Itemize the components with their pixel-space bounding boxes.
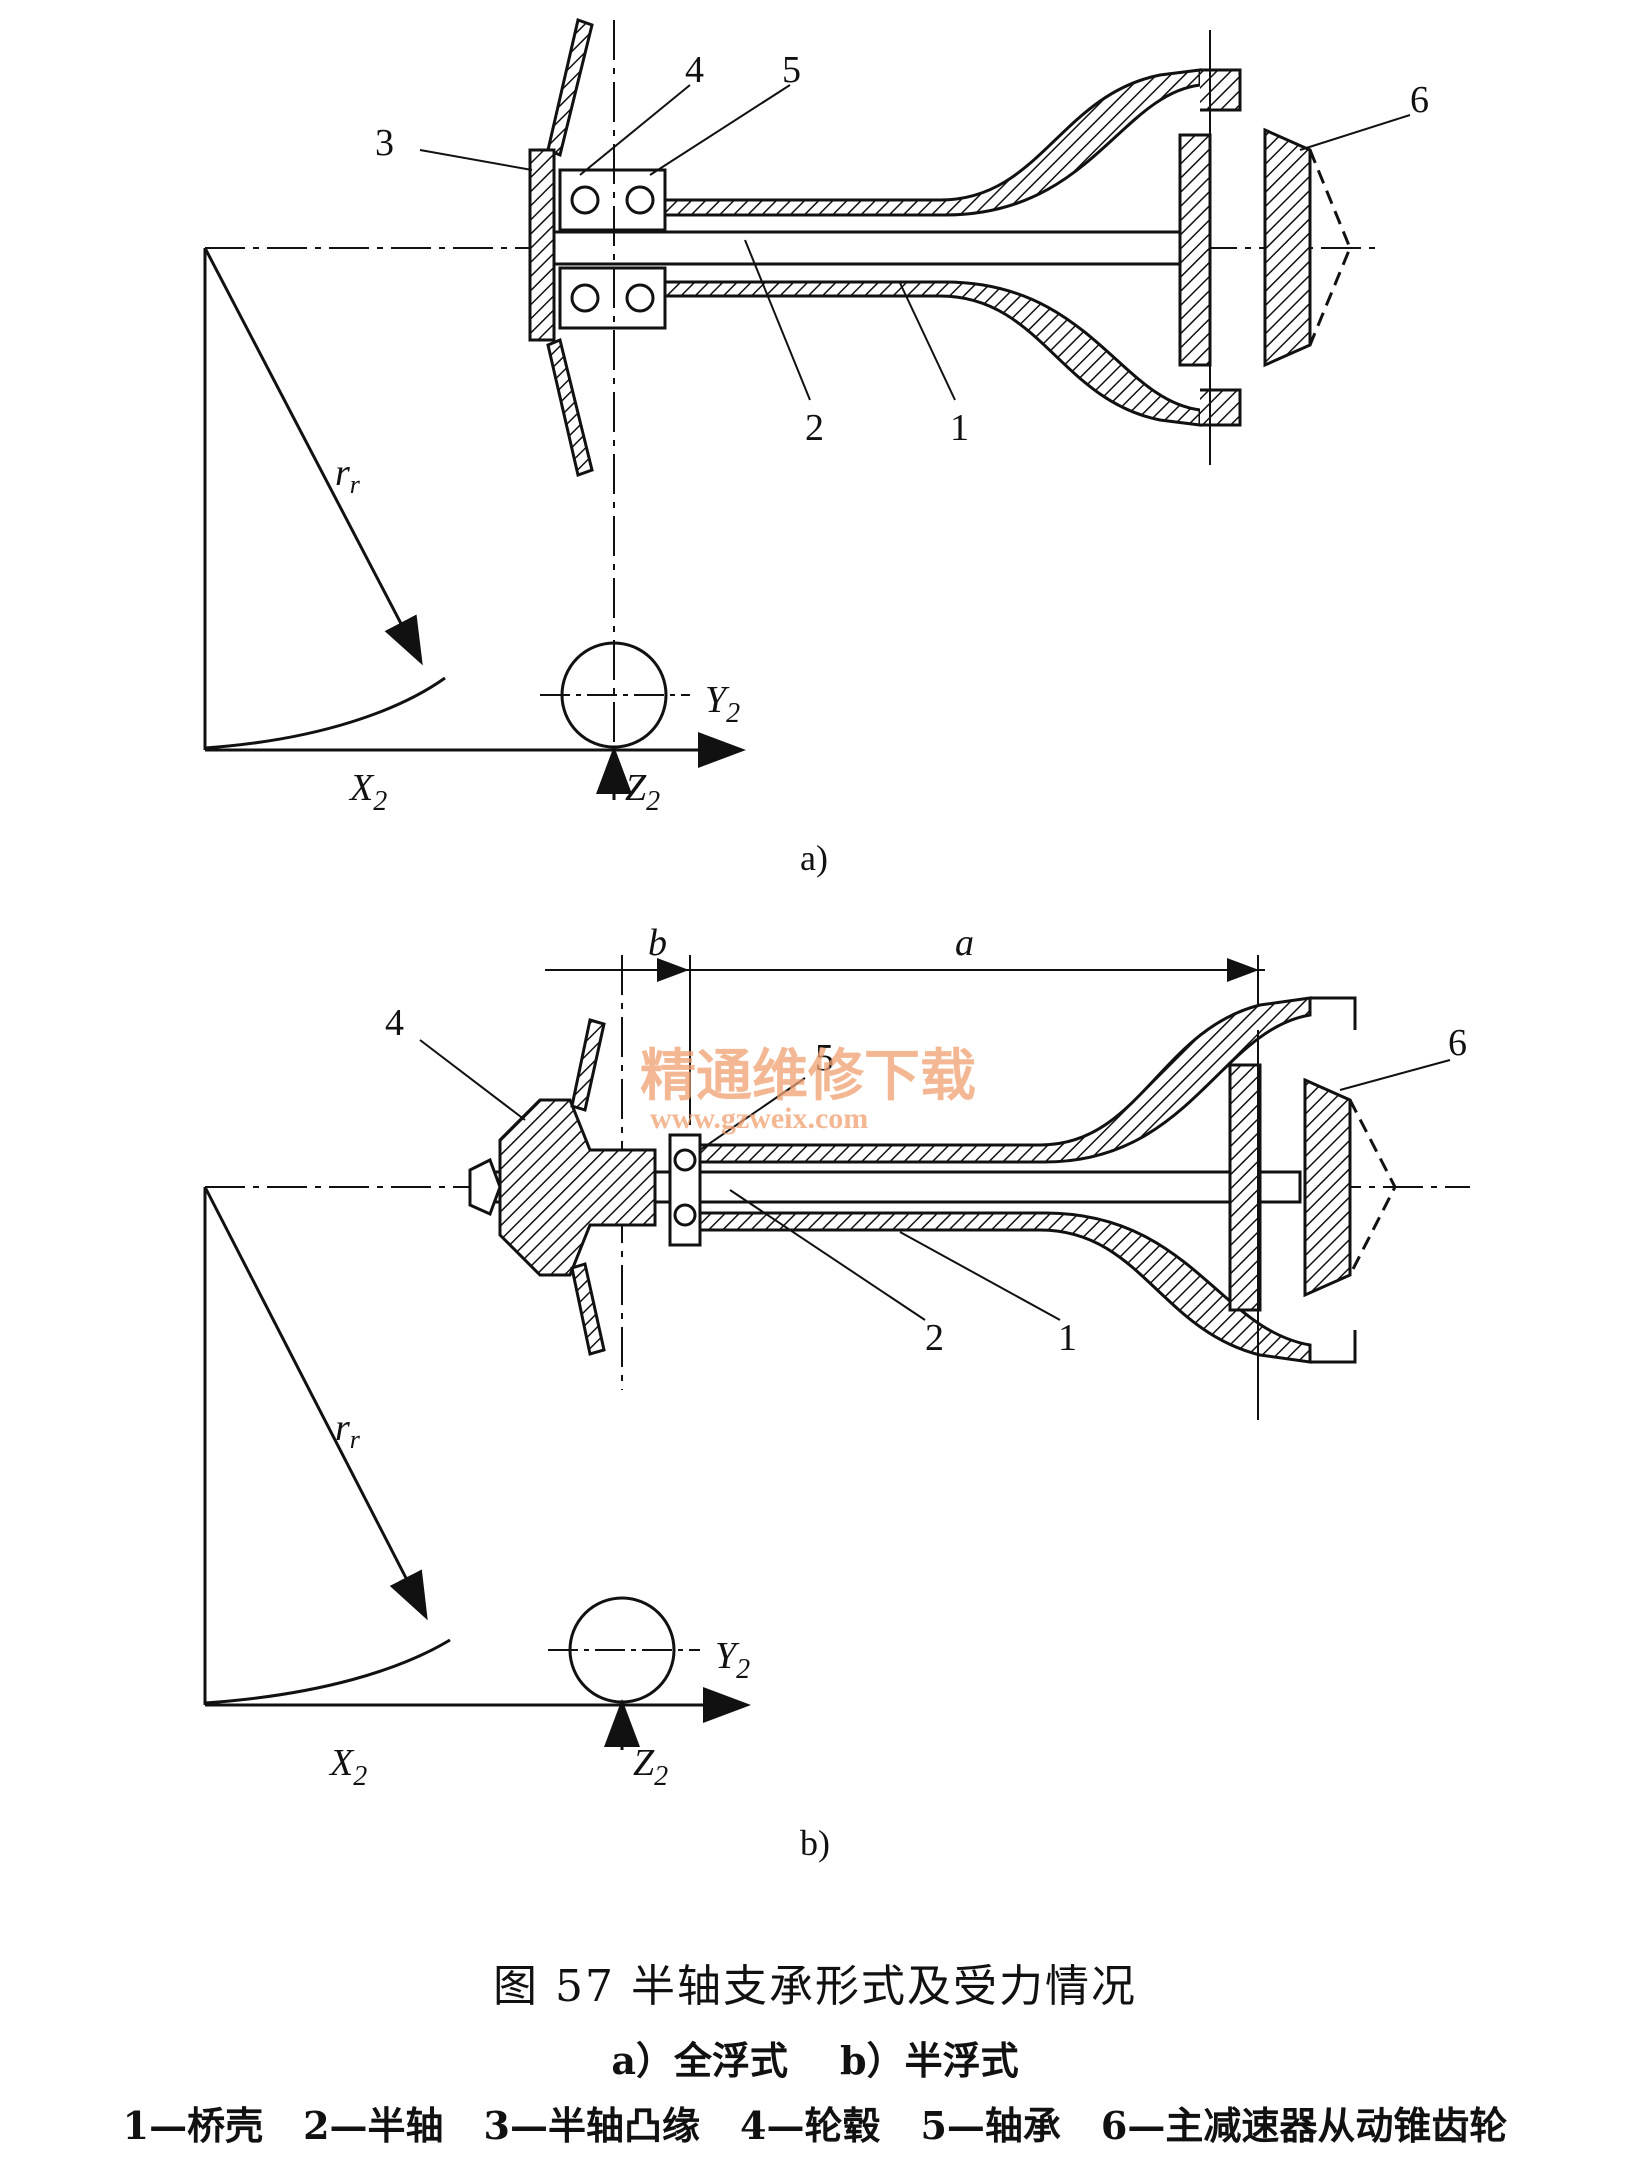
watermark: 精通维修下载 www.gzweix.com — [640, 1046, 976, 1135]
panel-b — [203, 955, 1470, 1750]
force-y-b: Y2 — [715, 1635, 750, 1685]
legend-item-3: 3—半轴凸缘 — [483, 2103, 700, 2148]
callout-b-4: 4 — [385, 1002, 404, 1044]
figure-legend: 1—桥壳 2—半轴 3—半轴凸缘 4—轮毂 5—轴承 6—主减速器从动锥齿轮 — [0, 2095, 1630, 2150]
hub-b — [498, 1098, 657, 1277]
legend-item-4: 4—轮毂 — [740, 2103, 881, 2148]
bearing-a-bottom — [558, 266, 667, 330]
force-z-a: Z2 — [625, 767, 660, 817]
watermark-cn: 精通维修下载 — [640, 1046, 976, 1108]
panel-a-labels: 3 4 5 6 2 1 rr X2 Y2 Z2 a) — [335, 49, 1429, 878]
panel-label-b: b) — [800, 1823, 830, 1863]
callout-a-1: 1 — [950, 407, 969, 449]
callout-b-2: 2 — [925, 1317, 944, 1359]
radius-label-a: rr — [335, 452, 361, 499]
panel-a — [203, 18, 1411, 800]
diff-housing-a — [1200, 68, 1242, 112]
bearing-b — [668, 1133, 702, 1247]
force-z-b: Z2 — [633, 1742, 668, 1792]
axle-diagram: 3 4 5 6 2 1 rr X2 Y2 Z2 a) — [203, 18, 1470, 1863]
callout-a-4: 4 — [685, 49, 704, 91]
callout-a-2: 2 — [805, 407, 824, 449]
dim-b: b — [648, 922, 667, 964]
bevel-gear-a — [1263, 127, 1312, 368]
axle-housing-a — [663, 68, 1202, 217]
force-x-a: X2 — [348, 767, 387, 817]
subtitle-b: b）半浮式 — [840, 2038, 1019, 2083]
wheel-rim-b — [570, 1018, 606, 1112]
panel-label-a: a) — [800, 838, 828, 878]
legend-item-5: 5—轴承 — [920, 2103, 1061, 2148]
dim-a: a — [955, 922, 974, 964]
callout-a-3: 3 — [375, 122, 394, 164]
legend-item-2: 2—半轴 — [303, 2103, 444, 2148]
axle-housing-b — [698, 996, 1312, 1164]
watermark-url: www.gzweix.com — [650, 1102, 868, 1135]
wheel-rim-a — [546, 18, 594, 158]
legend-item-1: 1—桥壳 — [122, 2103, 264, 2148]
figure-caption-subtitle: a）全浮式 b）半浮式 — [0, 2030, 1630, 2085]
half-shaft-a — [538, 230, 1192, 266]
callout-a-5: 5 — [782, 49, 801, 91]
force-x-b: X2 — [328, 1742, 367, 1792]
bevel-gear-b — [1303, 1077, 1352, 1298]
force-y-a: Y2 — [705, 679, 740, 729]
flange-a — [528, 148, 556, 342]
callout-b-6: 6 — [1448, 1022, 1467, 1064]
bearing-a-top — [558, 168, 667, 232]
panel-b-labels: b a 4 5 6 2 1 rr X2 Y2 Z2 b) — [328, 922, 1467, 1863]
subtitle-a: a）全浮式 — [611, 2038, 789, 2083]
callout-a-6: 6 — [1410, 79, 1429, 121]
figure-caption-title: 图 57 半轴支承形式及受力情况 — [493, 1961, 1137, 2012]
legend-item-6: 6—主减速器从动锥齿轮 — [1100, 2103, 1508, 2148]
radius-label-b: rr — [335, 1407, 361, 1454]
callout-b-1: 1 — [1058, 1317, 1077, 1359]
callout-b-5: 5 — [815, 1037, 834, 1079]
